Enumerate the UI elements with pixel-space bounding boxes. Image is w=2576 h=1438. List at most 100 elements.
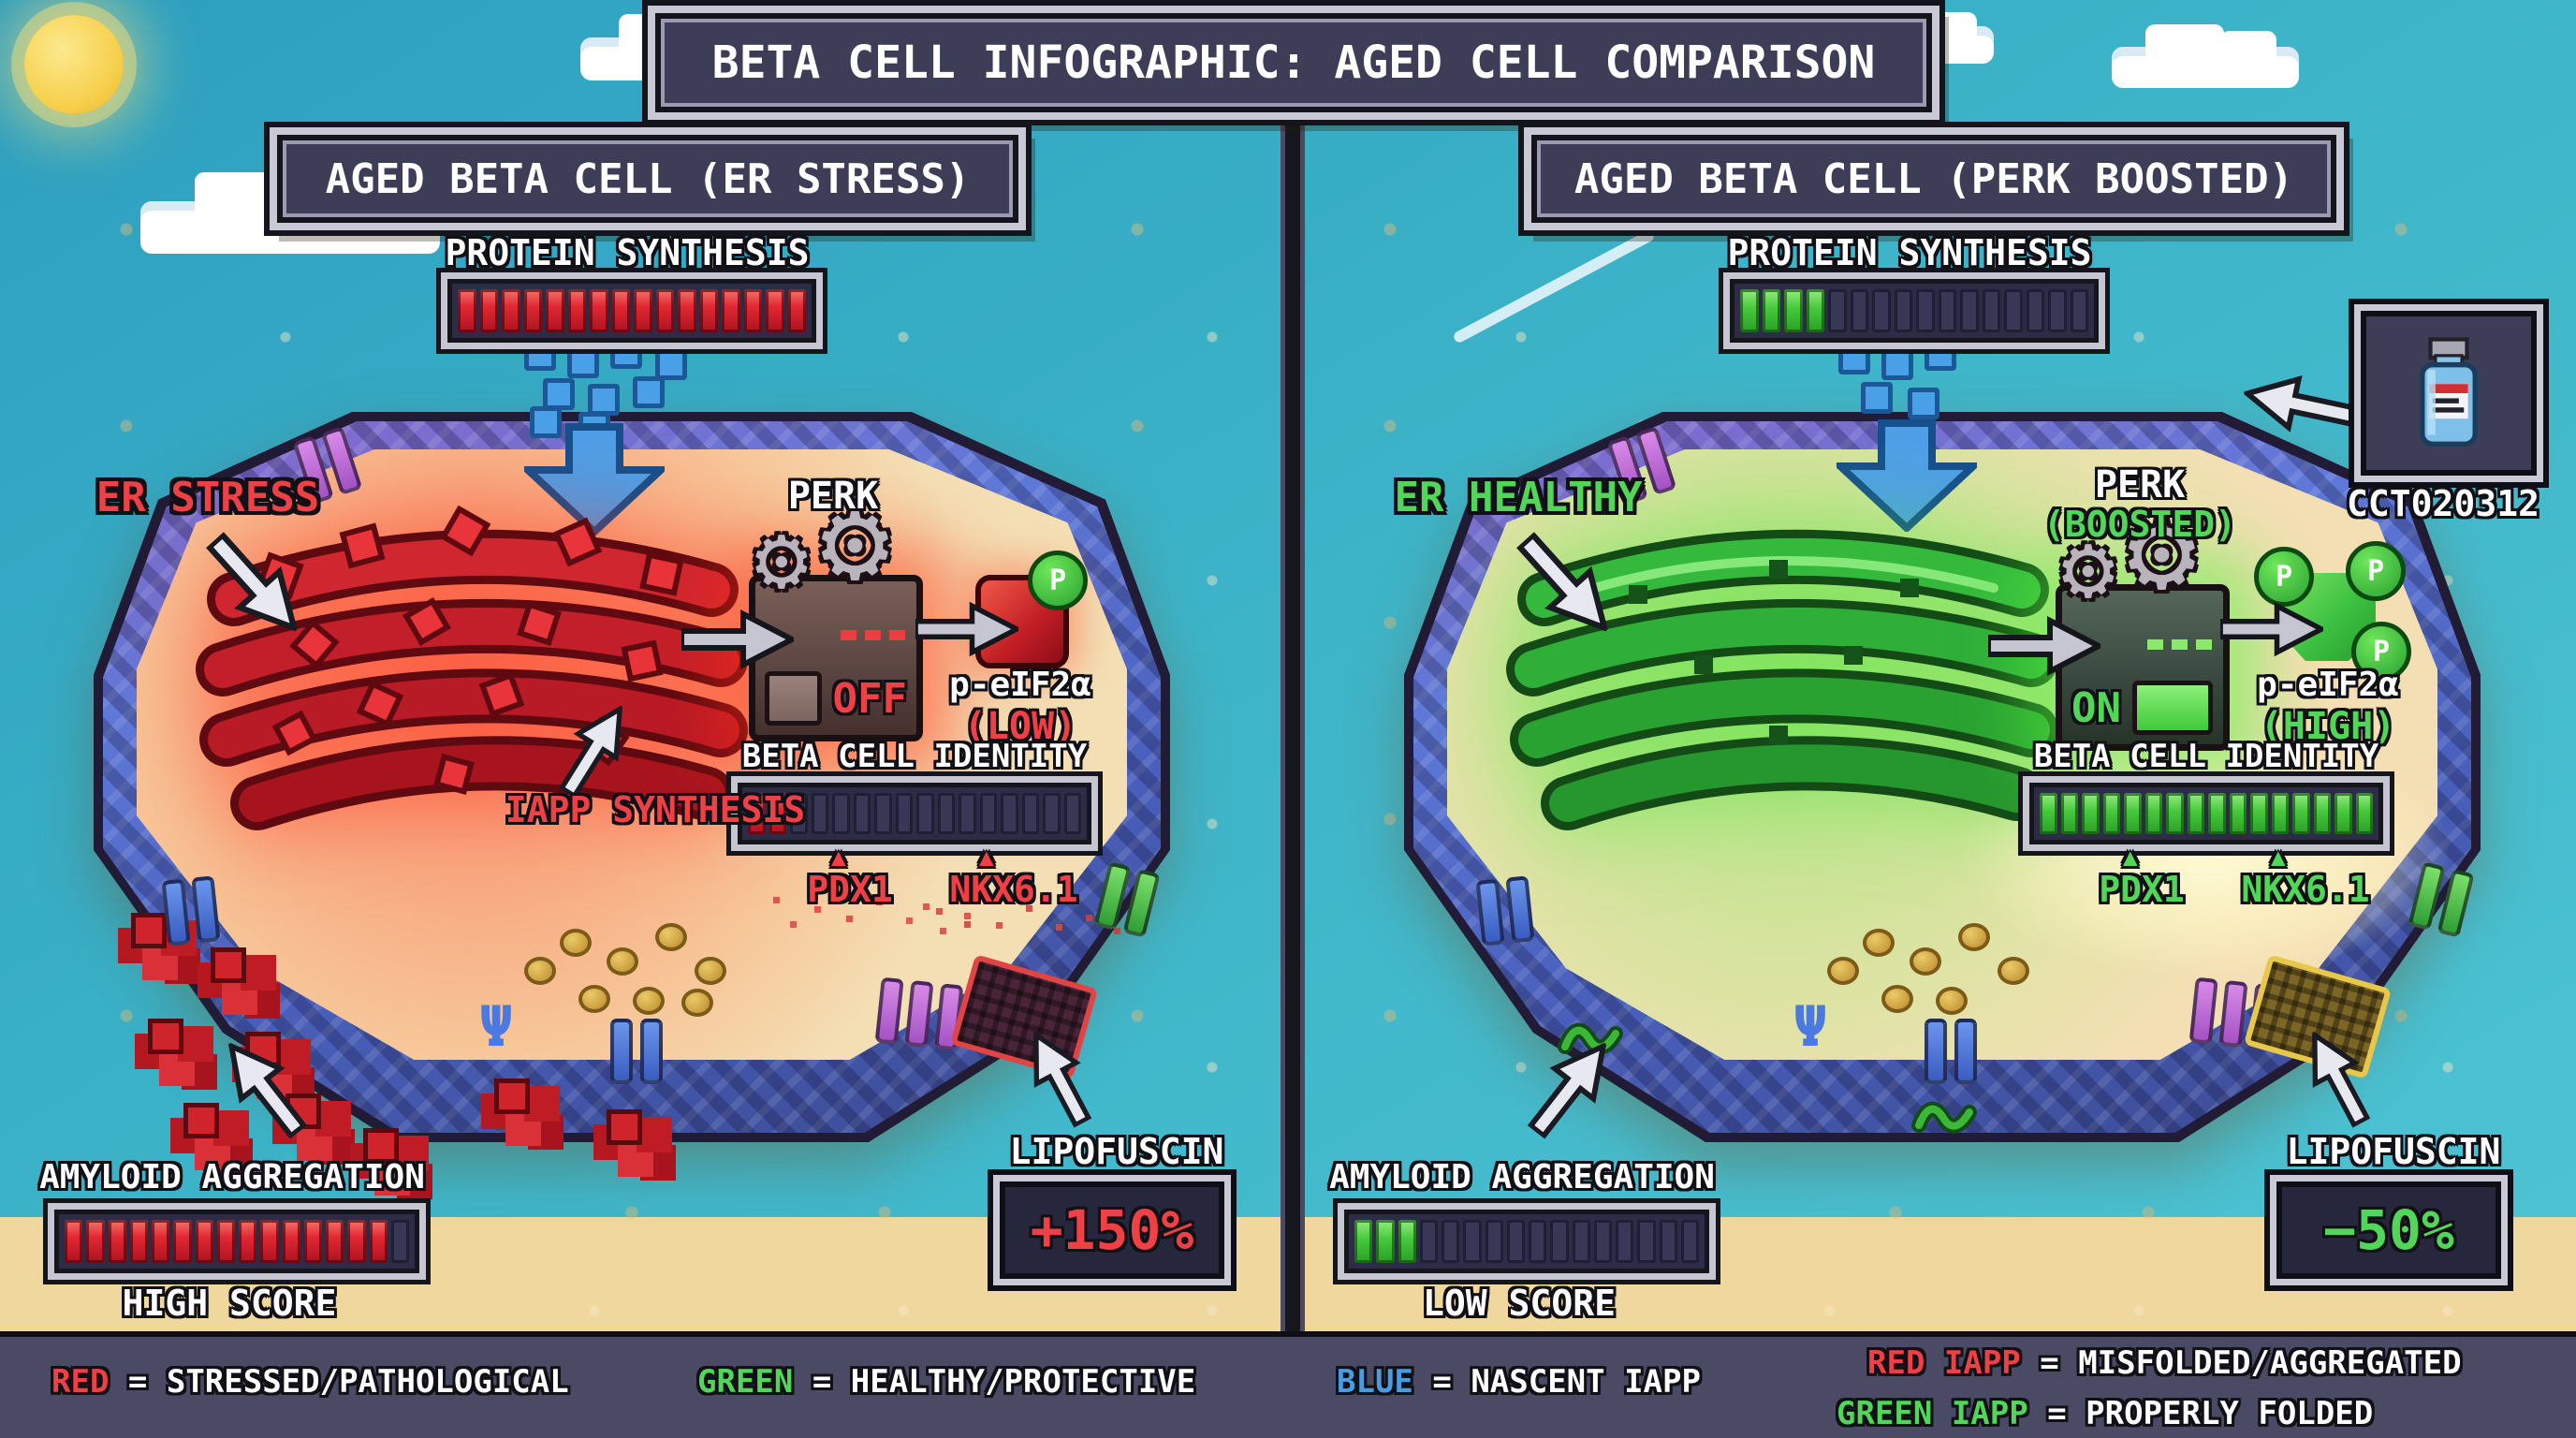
protein-influx-arrow-icon bbox=[524, 423, 665, 536]
protein-influx-arrow-icon bbox=[1837, 419, 1977, 532]
pdx1-marker: PDX1 bbox=[2099, 869, 2185, 910]
bar-segment bbox=[1529, 1220, 1547, 1263]
amyloid-clump bbox=[131, 913, 167, 948]
drug-name-label: CCT020312 bbox=[2347, 483, 2539, 524]
phospho-badge-icon: P bbox=[2351, 622, 2411, 682]
bar-segment bbox=[2208, 793, 2226, 834]
legend-item-green-iapp: GREEN IAPP = PROPERLY FOLDED bbox=[1837, 1395, 2373, 1432]
perk-label: PERK bbox=[787, 475, 879, 518]
triangle-up-icon: ▲ bbox=[831, 844, 846, 872]
bar-segment bbox=[129, 1220, 148, 1263]
triangle-up-icon: ▲ bbox=[979, 844, 994, 872]
nascent-iapp-square bbox=[524, 339, 556, 371]
nascent-iapp-square bbox=[633, 376, 665, 408]
nascent-iapp-square bbox=[1908, 388, 1939, 419]
phospho-badge-icon: P bbox=[2346, 541, 2406, 601]
granule bbox=[1881, 985, 1913, 1013]
bar-segment bbox=[2048, 289, 2067, 332]
bar-segment bbox=[1762, 289, 1780, 332]
gear-icon: ⚙ bbox=[754, 506, 809, 610]
sun-icon bbox=[24, 15, 124, 114]
bar-segment bbox=[1354, 1220, 1373, 1263]
bar-segment bbox=[2082, 793, 2100, 834]
right-panel-header-banner: AGED BETA CELL (PERK BOOSTED) bbox=[1531, 135, 2336, 223]
bar-segment bbox=[1916, 289, 1935, 332]
granule bbox=[1863, 929, 1895, 957]
legend-definition: = STRESSED/PATHOLOGICAL bbox=[127, 1363, 569, 1401]
degradation-speckles bbox=[814, 906, 821, 913]
granule bbox=[1998, 957, 2029, 985]
drug-vial-icon bbox=[2420, 337, 2478, 447]
er-to-perk-arrow-icon bbox=[681, 609, 794, 669]
drug-vial-box bbox=[2361, 311, 2537, 476]
bar-segment bbox=[1063, 793, 1081, 834]
bar-segment bbox=[1485, 1220, 1503, 1263]
gear-icon: ⚙ bbox=[820, 474, 890, 609]
p-eif2a-level: (LOW) bbox=[963, 705, 1077, 748]
bar-segment bbox=[65, 1220, 83, 1263]
granule bbox=[578, 985, 610, 1013]
amyloid-clump bbox=[607, 1109, 642, 1145]
protein-synthesis-bar bbox=[447, 279, 816, 343]
bar-segment bbox=[2102, 793, 2120, 834]
granule bbox=[1910, 947, 1941, 976]
bar-segment bbox=[282, 1220, 300, 1263]
bar-segment bbox=[1550, 1220, 1569, 1263]
folded-iapp-molecule bbox=[1911, 1101, 1977, 1134]
membrane-channel-blue bbox=[161, 875, 221, 946]
bar-segment bbox=[1806, 289, 1824, 332]
nascent-iapp-square bbox=[1838, 343, 1870, 374]
main-title: BETA CELL INFOGRAPHIC: AGED CELL COMPARI… bbox=[711, 37, 1876, 89]
triangle-up-icon: ▲ bbox=[2271, 844, 2286, 872]
perk-state: OFF bbox=[832, 674, 907, 723]
bar-segment bbox=[1376, 1220, 1395, 1263]
perk-machine-on: ON bbox=[2056, 584, 2230, 751]
lipofuscin-scorebox: −50% bbox=[2276, 1181, 2501, 1279]
amyloid-aggregation-label: AMYLOID AGGREGATION bbox=[39, 1158, 425, 1196]
granule bbox=[633, 987, 665, 1015]
perk-switch bbox=[765, 671, 822, 726]
legend-item-red-iapp: RED IAPP = MISFOLDED/AGGREGATED bbox=[1867, 1344, 2462, 1382]
granule bbox=[607, 947, 638, 976]
bar-segment bbox=[2187, 793, 2204, 834]
legend-item-green: GREEN = HEALTHY/PROTECTIVE bbox=[697, 1363, 1195, 1401]
granule bbox=[560, 929, 592, 957]
nascent-iapp-square bbox=[1861, 382, 1893, 414]
nascent-iapp-square bbox=[567, 346, 599, 378]
granule bbox=[695, 957, 726, 985]
perk-state: ON bbox=[2071, 683, 2121, 732]
protein-synthesis-label: PROTEIN SYNTHESIS bbox=[445, 232, 810, 273]
bar-segment bbox=[303, 1220, 322, 1263]
bar-segment bbox=[787, 289, 806, 332]
bar-segment bbox=[811, 793, 828, 834]
legend-term: RED IAPP bbox=[1867, 1344, 2021, 1382]
legend-term: BLUE bbox=[1337, 1363, 1413, 1401]
perk-boosted-label: (BOOSTED) bbox=[2043, 504, 2236, 545]
phospho-badge-icon: P bbox=[1028, 550, 1088, 610]
bar-segment bbox=[2229, 793, 2247, 834]
amyloid-clump bbox=[494, 1078, 530, 1114]
perk-to-eif2a-arrow-icon bbox=[915, 601, 1018, 657]
phospho-badge-icon: P bbox=[2254, 547, 2314, 607]
bar-segment bbox=[479, 289, 498, 332]
degradation-speckles bbox=[964, 913, 971, 919]
legend-item-red: RED = STRESSED/PATHOLOGICAL bbox=[51, 1363, 569, 1401]
iapp-synthesis-label: IAPP SYNTHESIS bbox=[505, 789, 806, 830]
protein-synthesis-bar bbox=[1730, 279, 2099, 343]
bar-segment bbox=[1593, 1220, 1612, 1263]
p-eif2a-label: p-eIF2α bbox=[949, 666, 1091, 704]
bar-segment bbox=[1680, 1220, 1699, 1263]
bar-segment bbox=[2271, 793, 2289, 834]
left-panel-title: AGED BETA CELL (ER STRESS) bbox=[325, 154, 971, 203]
bar-segment bbox=[2334, 793, 2352, 834]
legend-term: GREEN IAPP bbox=[1837, 1395, 2028, 1432]
bar-segment bbox=[722, 289, 740, 332]
bar-segment bbox=[326, 1220, 344, 1263]
bar-segment bbox=[937, 793, 955, 834]
nascent-iapp-square bbox=[1925, 339, 1956, 371]
bar-segment bbox=[216, 1220, 235, 1263]
bar-segment bbox=[895, 793, 913, 834]
bar-segment bbox=[546, 289, 564, 332]
lipofuscin-arrow-icon bbox=[1033, 1030, 1092, 1129]
bar-segment bbox=[1960, 289, 1979, 332]
